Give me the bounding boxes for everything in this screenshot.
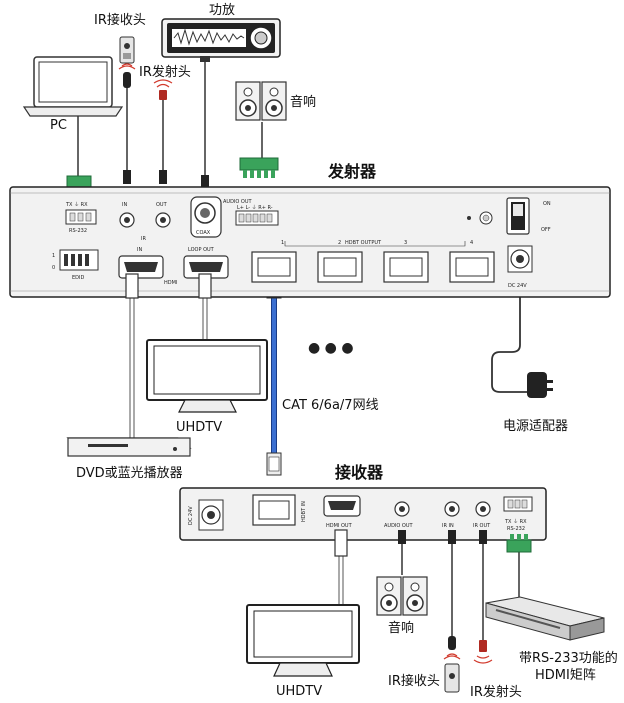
label-dvd-player: DVD或蓝光播放器 xyxy=(76,466,183,481)
amplifier-icon xyxy=(161,18,281,62)
svg-text:HDBT IN: HDBT IN xyxy=(301,501,307,522)
hdmi-plug-rx xyxy=(334,529,348,557)
hdmi-matrix-icon xyxy=(485,596,605,641)
rs232-terminal-bottom xyxy=(506,534,532,553)
label-pc: PC xyxy=(50,118,67,133)
svg-text:HDMI: HDMI xyxy=(164,280,177,286)
svg-text:3: 3 xyxy=(404,240,407,246)
svg-text:0: 0 xyxy=(52,265,55,271)
label-amplifier: 功放 xyxy=(209,3,235,18)
label-speaker-top: 音响 xyxy=(290,94,316,110)
svg-text:OFF: OFF xyxy=(541,227,551,233)
hdmi-plug-loop xyxy=(198,273,212,299)
svg-text:RS-232: RS-232 xyxy=(69,228,87,234)
uhdtv-bottom-icon xyxy=(246,604,360,677)
svg-text:2: 2 xyxy=(338,240,341,246)
label-uhdtv-top: UHDTV xyxy=(176,420,222,435)
audio-plug-rx xyxy=(398,530,406,544)
receiver-device: DC 24V HDBT IN HDMI OUT AUDIO OUT IR IN … xyxy=(179,487,547,541)
svg-text:EDID: EDID xyxy=(72,275,84,281)
svg-text:IR IN: IR IN xyxy=(442,523,454,529)
labels: IR接收头 功放 PC IR发射头 音响 发射器 UHDTV CAT 6/6a/… xyxy=(50,3,618,700)
transmitter-title: 发射器 xyxy=(327,162,377,181)
hdbt-ports xyxy=(251,241,495,283)
label-ir-receiver-bottom: IR接收头 xyxy=(388,673,440,689)
label-matrix-line1: 带RS-233功能的 xyxy=(519,650,618,666)
speaker-bottom-icon xyxy=(376,576,428,616)
ir-receiver-bottom-icon xyxy=(443,636,461,693)
ellipsis: ● ● ● xyxy=(308,340,354,356)
audio-terminal-top xyxy=(239,157,279,178)
svg-text:LOOP OUT: LOOP OUT xyxy=(188,247,215,253)
pc-laptop xyxy=(22,56,124,117)
svg-text:HDMI OUT: HDMI OUT xyxy=(326,523,353,529)
svg-text:IR: IR xyxy=(141,236,146,242)
ir-emitter-bottom-icon xyxy=(473,640,493,664)
speaker-top-icon xyxy=(235,81,287,121)
svg-text:TX ⏚ RX: TX ⏚ RX xyxy=(65,201,88,208)
svg-text:DC 24V: DC 24V xyxy=(188,506,194,525)
hdmi-plug-in xyxy=(125,273,139,299)
network-cable xyxy=(266,275,282,476)
svg-text:L+ L- ⏚ R+ R-: L+ L- ⏚ R+ R- xyxy=(237,204,273,211)
svg-text:IR OUT: IR OUT xyxy=(473,523,491,529)
svg-text:TX ⏚ RX: TX ⏚ RX xyxy=(504,518,527,525)
cables xyxy=(77,56,528,640)
svg-text:ON: ON xyxy=(543,201,551,207)
svg-text:OUT: OUT xyxy=(156,202,168,208)
ir-out-plug-rx xyxy=(479,530,487,544)
dvd-player-icon xyxy=(66,437,192,457)
svg-text:1: 1 xyxy=(281,240,284,246)
ir-receiver-top-icon xyxy=(118,36,136,88)
svg-text:AUDIO OUT: AUDIO OUT xyxy=(223,199,253,205)
ir-in-plug xyxy=(123,170,131,184)
label-cable: CAT 6/6a/7网线 xyxy=(282,398,379,413)
coax-plug xyxy=(201,175,209,187)
receiver-title: 接收器 xyxy=(335,463,384,482)
svg-text:IN: IN xyxy=(122,202,127,208)
label-matrix-line2: HDMI矩阵 xyxy=(535,668,596,683)
svg-text:RS-232: RS-232 xyxy=(507,526,525,532)
label-ir-emitter-top: IR发射头 xyxy=(139,64,191,80)
svg-text:IN: IN xyxy=(137,247,142,253)
svg-text:DC 24V: DC 24V xyxy=(508,283,527,289)
power-adapter-icon xyxy=(527,372,553,398)
svg-text:AUDIO OUT: AUDIO OUT xyxy=(384,523,414,529)
uhdtv-top-icon xyxy=(146,339,268,413)
transmitter-device: TX ⏚ RX RS-232 IN OUT IR AUDIO OUT L+ L-… xyxy=(9,186,611,298)
ir-in-plug-rx xyxy=(448,530,456,544)
label-ir-emitter-bottom: IR发射头 xyxy=(470,684,522,700)
svg-text:HDBT OUTPUT: HDBT OUTPUT xyxy=(345,240,382,246)
label-power-adapter: 电源适配器 xyxy=(503,419,568,434)
svg-text:1: 1 xyxy=(52,253,55,259)
ir-out-plug xyxy=(159,170,167,184)
label-speaker-bottom: 音响 xyxy=(388,620,414,636)
ir-emitter-top-icon xyxy=(153,79,173,100)
label-ir-receiver-top: IR接收头 xyxy=(94,12,146,28)
svg-text:COAX: COAX xyxy=(196,230,211,236)
label-uhdtv-bottom: UHDTV xyxy=(276,684,322,699)
svg-text:4: 4 xyxy=(470,240,473,246)
